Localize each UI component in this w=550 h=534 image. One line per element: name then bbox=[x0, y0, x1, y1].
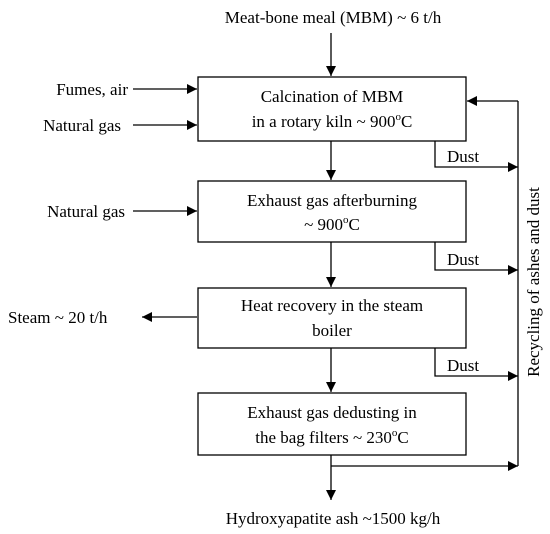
box-afterburning-line2: ~ 900oC bbox=[304, 214, 360, 234]
dust-label-1: Dust bbox=[447, 147, 479, 166]
box-afterburning-line1: Exhaust gas afterburning bbox=[247, 191, 417, 210]
input-mbm-label: Meat-bone meal (MBM) ~ 6 t/h bbox=[225, 8, 442, 27]
dust-label-3: Dust bbox=[447, 356, 479, 375]
recycle-label-bg bbox=[521, 150, 545, 406]
dust-line-1 bbox=[434, 141, 518, 172]
box-dedusting-line1: Exhaust gas dedusting in bbox=[247, 403, 417, 422]
box-heat-recovery bbox=[197, 287, 467, 349]
box-dedusting bbox=[197, 392, 467, 456]
output-steam-label: Steam ~ 20 t/h bbox=[8, 308, 108, 327]
box-calcination bbox=[197, 76, 467, 142]
input-natural-gas-2-label: Natural gas bbox=[47, 202, 125, 221]
output-ash-label: Hydroxyapatite ash ~1500 kg/h bbox=[226, 509, 441, 528]
box-calcination-line2: in a rotary kiln ~ 900oC bbox=[252, 111, 413, 131]
input-fumes-label: Fumes, air bbox=[56, 80, 128, 99]
box-calcination-line1: Calcination of MBM bbox=[261, 87, 404, 106]
recycle-label: Recycling of ashes and dust bbox=[524, 187, 543, 377]
dust-line-3 bbox=[434, 348, 518, 381]
box-afterburning bbox=[197, 180, 467, 243]
box-heat-recovery-line1: Heat recovery in the steam bbox=[241, 296, 423, 315]
input-natural-gas-1-label: Natural gas bbox=[43, 116, 121, 135]
dust-label-2: Dust bbox=[447, 250, 479, 269]
box-heat-recovery-line2: boiler bbox=[312, 321, 352, 340]
dust-line-2 bbox=[434, 242, 518, 275]
box-dedusting-line2: the bag filters ~ 230oC bbox=[255, 427, 409, 447]
